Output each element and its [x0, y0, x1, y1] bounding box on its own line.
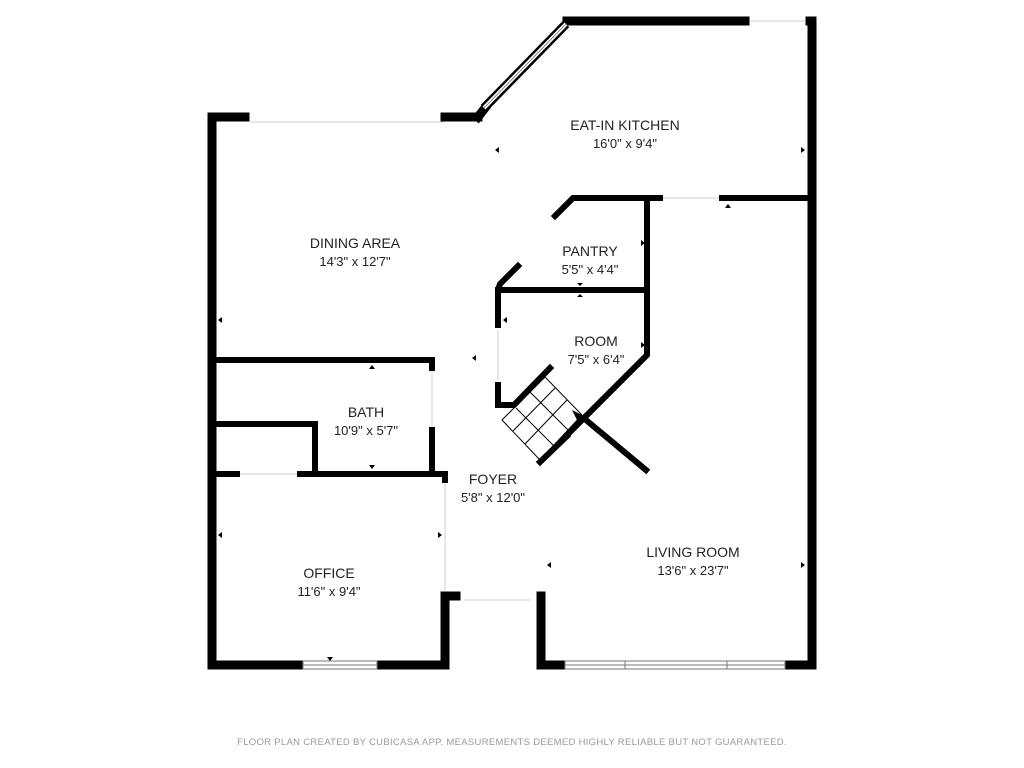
kitchen-name: EAT-IN KITCHEN	[570, 117, 679, 133]
living-name: LIVING ROOM	[646, 544, 739, 560]
measurement-ticks	[218, 147, 805, 661]
interior-walls	[209, 195, 815, 483]
bath-size: 10'9" x 5'7"	[334, 423, 398, 438]
office-size: 11'6" x 9'4"	[297, 584, 360, 599]
openings	[237, 20, 805, 601]
dining-name: DINING AREA	[310, 235, 401, 251]
pantry-name: PANTRY	[562, 243, 618, 259]
exterior-walls	[207, 16, 817, 670]
room-labels: EAT-IN KITCHEN 16'0" x 9'4" DINING AREA …	[297, 117, 739, 599]
bay-window	[480, 20, 570, 112]
bottom-windows	[302, 660, 786, 670]
disclaimer-footer: FLOOR PLAN CREATED BY CUBICASA APP. MEAS…	[237, 737, 787, 748]
bath-name: BATH	[348, 404, 384, 420]
foyer-name: FOYER	[469, 471, 517, 487]
room-size: 7'5" x 6'4"	[568, 352, 625, 367]
kitchen-size: 16'0" x 9'4"	[593, 136, 657, 151]
office-name: OFFICE	[303, 565, 354, 581]
room-name: ROOM	[574, 333, 618, 349]
staircase	[501, 376, 583, 461]
dining-size: 14'3" x 12'7"	[319, 254, 391, 269]
pantry-size: 5'5" x 4'4"	[562, 262, 619, 277]
living-size: 13'6" x 23'7"	[657, 563, 729, 578]
foyer-size: 5'8" x 12'0"	[461, 490, 525, 505]
